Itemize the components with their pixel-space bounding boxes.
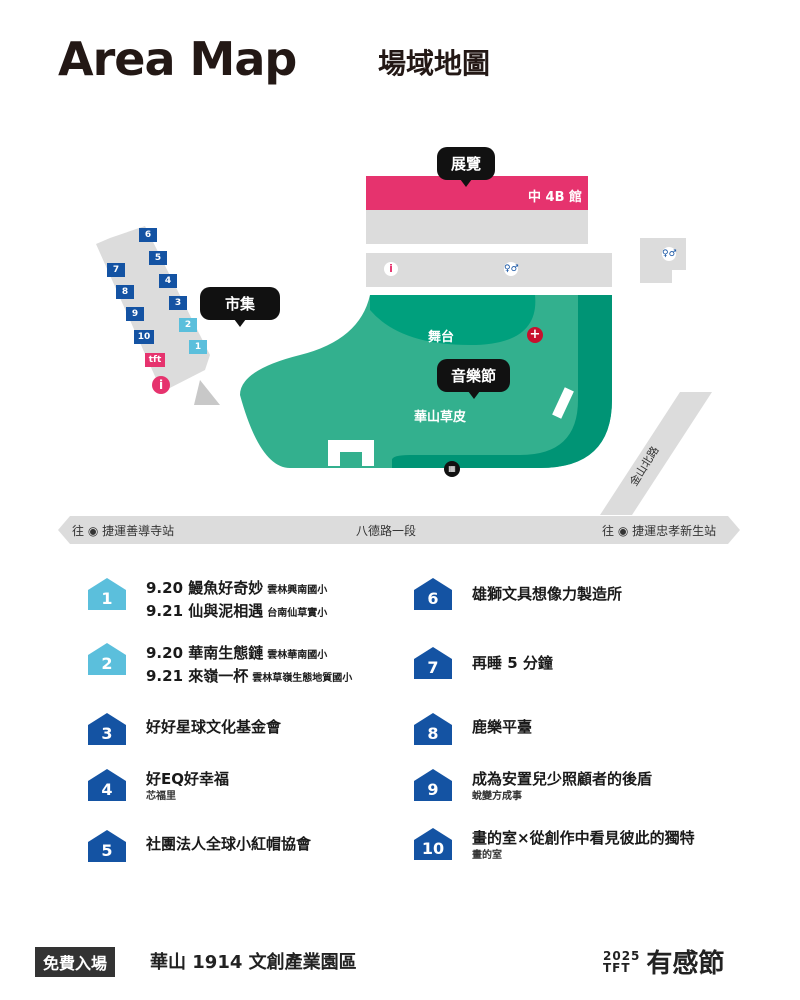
- legend-item-2: 2 9.20 華南生態鏈雲林華南國小 9.21 來嶺一杯雲林草嶺生態地質國小: [88, 643, 352, 689]
- map-graphic: [58, 176, 740, 544]
- legend-item-6: 6 雄獅文具想像力製造所: [414, 578, 622, 610]
- legend-item-8: 8 鹿樂平臺: [414, 713, 532, 745]
- booth-6-icon: 6: [414, 578, 452, 610]
- booth-10-icon: 10: [414, 828, 452, 860]
- hall-label: 中 4B 館: [528, 190, 583, 205]
- booth-marker-8[interactable]: 8: [116, 285, 134, 299]
- legend-item-9: 9 成為安置兒少照顧者的後盾蛻變方成事: [414, 769, 652, 805]
- restroom-icon[interactable]: ♀♂: [662, 247, 677, 261]
- booth-marker-3[interactable]: 3: [169, 296, 187, 310]
- legend-item-10: 10 畫的室×從創作中看見彼此的獨特畫的室: [414, 828, 695, 864]
- booth-marker-5[interactable]: 5: [149, 251, 167, 265]
- lawn-label: 華山草皮: [414, 410, 467, 425]
- page-title: Area Map: [58, 32, 297, 86]
- road-main-label: 八德路一段: [356, 524, 417, 538]
- stage-label: 舞台: [428, 330, 455, 345]
- booth-marker-10[interactable]: 10: [134, 330, 154, 344]
- venue-name: 華山 1914 文創產業園區: [150, 952, 357, 973]
- booth-8-icon: 8: [414, 713, 452, 745]
- booth-4-icon: 4: [88, 769, 126, 801]
- music-callout: 音樂節: [437, 359, 511, 399]
- qr-code-icon[interactable]: ▦: [444, 461, 460, 477]
- legend-item-7: 7 再睡 5 分鐘: [414, 647, 553, 679]
- brand-tft: TFT: [603, 960, 631, 975]
- legend-item-1: 1 9.20 鰻魚好奇妙雲林興南國小 9.21 仙與泥相遇台南仙草實小: [88, 578, 327, 624]
- first-aid-icon[interactable]: +: [527, 327, 543, 343]
- booth-3-icon: 3: [88, 713, 126, 745]
- booth-marker-7[interactable]: 7: [107, 263, 125, 277]
- brand-name: 有感節: [646, 949, 725, 979]
- info-icon[interactable]: i: [152, 376, 170, 394]
- station-left: 往 ◉ 捷運善導寺站: [72, 524, 175, 538]
- booth-marker-4[interactable]: 4: [159, 274, 177, 288]
- brand-logo: 2025 TFT 有感節: [603, 943, 724, 980]
- booth-marker-1[interactable]: 1: [189, 340, 207, 354]
- booth-7-icon: 7: [414, 647, 452, 679]
- booth-2-icon: 2: [88, 643, 126, 675]
- booth-marker-6[interactable]: 6: [139, 228, 157, 242]
- booth-1-icon: 1: [88, 578, 126, 610]
- restroom-icon[interactable]: ♀♂: [504, 262, 519, 276]
- legend-item-3: 3 好好星球文化基金會: [88, 713, 281, 745]
- info-icon[interactable]: i: [384, 262, 398, 276]
- area-map: [0, 100, 800, 560]
- market-callout: 市集: [200, 287, 280, 327]
- booth-9-icon: 9: [414, 769, 452, 801]
- legend-item-5: 5 社團法人全球小紅帽協會: [88, 830, 311, 862]
- booth-marker-9[interactable]: 9: [126, 307, 144, 321]
- brand-year: 2025: [603, 948, 641, 963]
- tft-booth: tft: [145, 353, 165, 367]
- exhibition-callout: 展覽: [437, 147, 496, 187]
- free-entry-badge: 免費入場: [35, 947, 116, 977]
- booth-5-icon: 5: [88, 830, 126, 862]
- station-right: 往 ◉ 捷運忠孝新生站: [602, 524, 717, 538]
- page-subtitle: 場域地圖: [378, 47, 491, 80]
- legend-item-4: 4 好EQ好幸福芯福里: [88, 769, 229, 805]
- booth-marker-2[interactable]: 2: [179, 318, 197, 332]
